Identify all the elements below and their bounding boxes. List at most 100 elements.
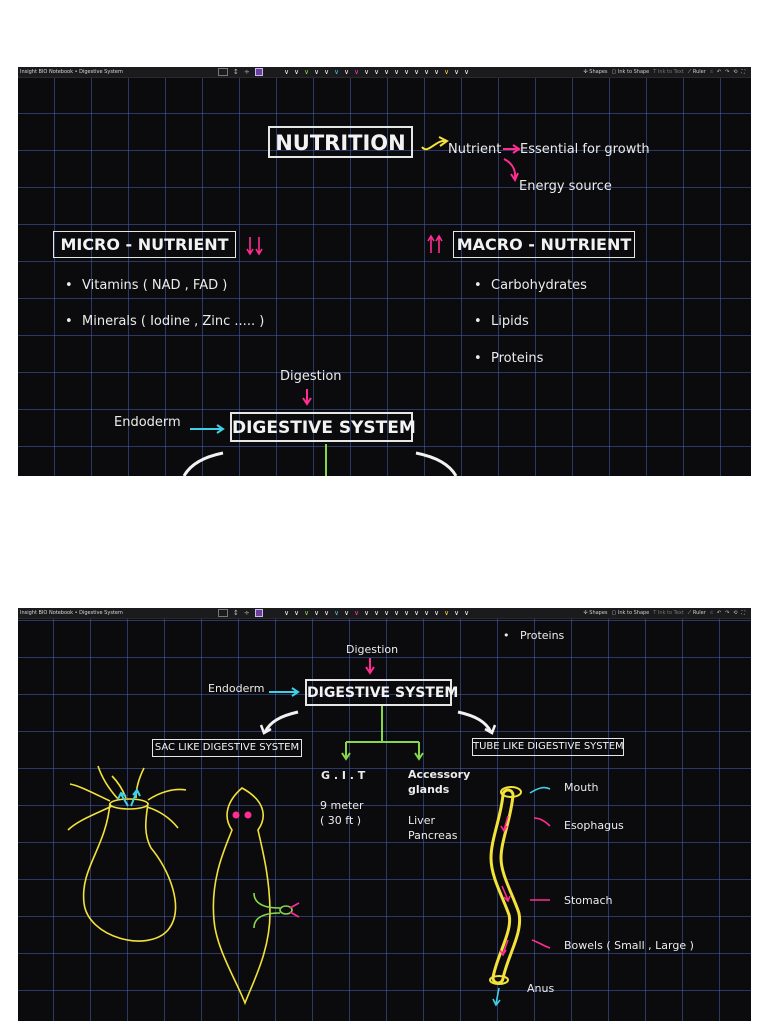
- pen-icon[interactable]: ∨: [453, 609, 460, 617]
- ink-to-text-button[interactable]: T Ink to Text: [653, 69, 684, 75]
- toolbar: Insight BIO Notebook • Digestive System …: [18, 67, 751, 78]
- undo-icon[interactable]: ↶: [716, 69, 722, 75]
- pen-tray: ↕ ÷: [218, 608, 263, 618]
- proteins-item: Proteins: [503, 629, 564, 642]
- tube-like-box: TUBE LIKE DIGESTIVE SYSTEM: [472, 738, 624, 756]
- left-branch-arrow: [263, 710, 299, 733]
- touch-write-icon[interactable]: ☝: [709, 610, 713, 616]
- git-label: G . I . T: [321, 769, 366, 782]
- pen-icon[interactable]: ∨: [453, 68, 460, 76]
- pen-icon[interactable]: ∨: [433, 609, 440, 617]
- nutrient-arrow: [421, 139, 447, 151]
- pen-icon[interactable]: ∨: [363, 68, 370, 76]
- eraser-icon[interactable]: ÷: [243, 68, 250, 76]
- pen-icon[interactable]: ∨: [413, 609, 420, 617]
- accessory-label: Accessory: [408, 768, 471, 781]
- pen-icon[interactable]: ∨: [363, 609, 370, 617]
- pen-icon[interactable]: ∨: [333, 68, 340, 76]
- endoderm-label: Endoderm: [208, 682, 265, 695]
- macro-item-carbohydrates: Carbohydrates: [474, 278, 587, 293]
- pen-icon[interactable]: ∨: [303, 609, 310, 617]
- down-arrows-icon: [246, 237, 263, 256]
- pen-icon[interactable]: ∨: [313, 68, 320, 76]
- left-branch-arrowhead: [259, 724, 272, 735]
- pen-icon[interactable]: ∨: [343, 68, 350, 76]
- pen-icon[interactable]: ∨: [343, 609, 350, 617]
- anus-pointer: [492, 987, 501, 1007]
- pen-icon[interactable]: ∨: [463, 609, 470, 617]
- pen-icon[interactable]: ∨: [323, 68, 330, 76]
- gut-flow-arrows: [499, 815, 511, 957]
- pen-icon[interactable]: ∨: [403, 68, 410, 76]
- pen-icon[interactable]: ∨: [353, 609, 360, 617]
- pen-icon[interactable]: ∨: [323, 609, 330, 617]
- pen-icon[interactable]: ∨: [293, 609, 300, 617]
- left-branch-arrow: [182, 451, 224, 476]
- replay-icon[interactable]: ⟲: [733, 610, 738, 616]
- replay-icon[interactable]: ⟲: [733, 69, 738, 75]
- stomach-label: Stomach: [564, 894, 613, 907]
- ruler-button[interactable]: ⟋ Ruler: [687, 69, 706, 75]
- pen-icon[interactable]: ∨: [403, 609, 410, 617]
- lasso-select-icon[interactable]: [218, 68, 228, 76]
- bowels-label: Bowels ( Small , Large ): [564, 939, 694, 952]
- active-pen-icon[interactable]: [254, 609, 263, 617]
- pen-icon[interactable]: ∨: [393, 68, 400, 76]
- pen-icon[interactable]: ∨: [423, 609, 430, 617]
- pen-tray: ↕ ÷: [218, 67, 263, 77]
- pen-icon[interactable]: ∨: [313, 609, 320, 617]
- toolbar-actions: ✣ Shapes ▢ Ink to Shape T Ink to Text ⟋ …: [583, 67, 745, 77]
- anus-label: Anus: [527, 982, 555, 995]
- digestion-label: Digestion: [280, 369, 342, 384]
- pen-list: ∨∨∨∨∨∨∨∨∨∨∨∨∨∨∨∨∨∨∨: [284, 608, 469, 618]
- pen-icon[interactable]: ∨: [433, 68, 440, 76]
- touch-write-icon[interactable]: ☝: [709, 69, 713, 75]
- micro-nutrient-box: MICRO - NUTRIENT: [53, 231, 236, 258]
- pen-icon[interactable]: ∨: [463, 68, 470, 76]
- redo-icon[interactable]: ↷: [725, 69, 730, 75]
- hydra-sac-drawing: [67, 765, 187, 942]
- pen-icon[interactable]: ∨: [383, 609, 390, 617]
- pen-icon[interactable]: ∨: [353, 68, 360, 76]
- pen-icon[interactable]: ∨: [303, 68, 310, 76]
- ink-to-shape-button[interactable]: ▢ Ink to Shape: [611, 69, 650, 75]
- active-pen-icon[interactable]: [254, 68, 263, 76]
- lasso-select-icon[interactable]: [218, 609, 228, 617]
- shapes-button[interactable]: ✣ Shapes: [583, 610, 608, 616]
- micro-item-minerals: Minerals ( Iodine , Zinc ..... ): [65, 314, 264, 329]
- pen-icon[interactable]: ∨: [383, 68, 390, 76]
- pen-icon[interactable]: ∨: [333, 609, 340, 617]
- undo-icon[interactable]: ↶: [716, 610, 722, 616]
- sac-like-box: SAC LIKE DIGESTIVE SYSTEM: [152, 739, 302, 757]
- pen-icon[interactable]: ∨: [423, 68, 430, 76]
- pen-icon[interactable]: ∨: [373, 68, 380, 76]
- flatworm-eyes: [232, 811, 252, 819]
- pharynx-arrows: [289, 902, 300, 918]
- hydra-mouth-arrows: [117, 788, 141, 807]
- pen-icon[interactable]: ∨: [393, 609, 400, 617]
- pen-icon[interactable]: ∨: [443, 68, 450, 76]
- notebook-page-2: Insight BIO Notebook • Digestive System …: [18, 608, 751, 1021]
- essential-arrowhead: [512, 144, 521, 154]
- eraser-icon[interactable]: ÷: [243, 609, 250, 617]
- redo-icon[interactable]: ↷: [725, 610, 730, 616]
- pen-icon[interactable]: ∨: [283, 68, 290, 76]
- expand-icon[interactable]: ⛶: [741, 610, 745, 616]
- tube-gut-drawing: [489, 786, 522, 985]
- add-space-icon[interactable]: ↕: [233, 609, 239, 617]
- pen-icon[interactable]: ∨: [283, 609, 290, 617]
- esophagus-pointer: [533, 817, 551, 827]
- shapes-button[interactable]: ✣ Shapes: [583, 69, 608, 75]
- nutrition-title: NUTRITION: [268, 126, 413, 158]
- ruler-button[interactable]: ⟋ Ruler: [687, 610, 706, 616]
- expand-icon[interactable]: ⛶: [741, 69, 745, 75]
- ink-to-text-button[interactable]: T Ink to Text: [653, 610, 684, 616]
- energy-arrow: [503, 158, 517, 180]
- pen-icon[interactable]: ∨: [293, 68, 300, 76]
- pen-list: ∨∨∨∨∨∨∨∨∨∨∨∨∨∨∨∨∨∨∨: [284, 67, 469, 77]
- pen-icon[interactable]: ∨: [373, 609, 380, 617]
- ink-to-shape-button[interactable]: ▢ Ink to Shape: [611, 610, 650, 616]
- pen-icon[interactable]: ∨: [443, 609, 450, 617]
- pen-icon[interactable]: ∨: [413, 68, 420, 76]
- add-space-icon[interactable]: ↕: [233, 68, 239, 76]
